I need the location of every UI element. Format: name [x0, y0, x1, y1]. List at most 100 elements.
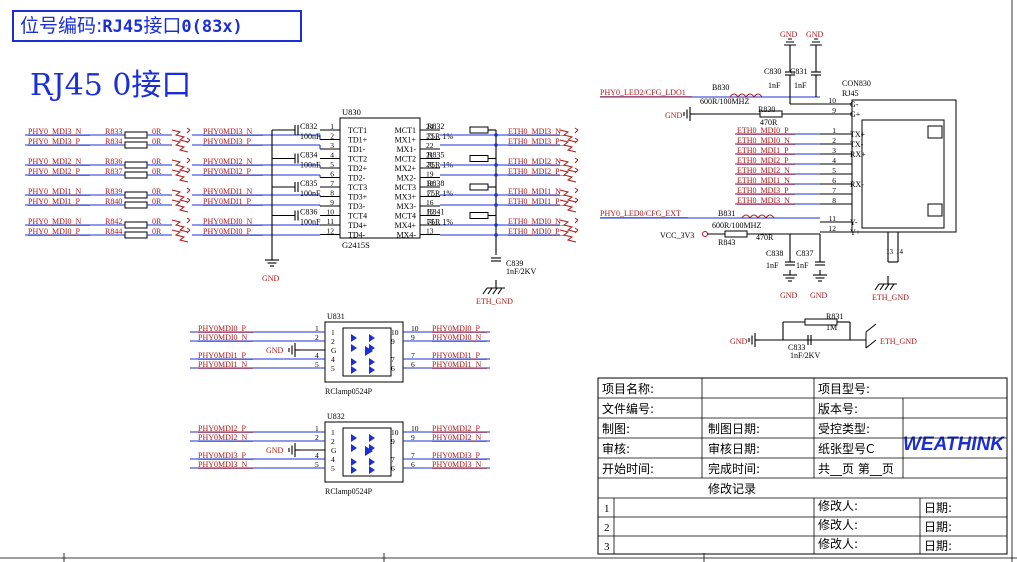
esd-spark-icon: [559, 139, 577, 153]
u830-pin-num: 15: [426, 208, 434, 217]
u830-ref: U830: [342, 107, 361, 117]
rj45-pin-num: 6: [832, 176, 836, 185]
esd-arrow-icon: [574, 127, 579, 134]
net-label: PHY0_LED0/CFG_EXT: [600, 209, 681, 218]
net-label: ETH0_MDI2_N: [508, 157, 561, 166]
cap-ref: C838: [766, 249, 783, 258]
gnd-label: GND: [262, 274, 280, 283]
net-label: PHY0MDI0_P: [203, 227, 252, 236]
diode-icon: [351, 458, 357, 466]
u830-pin-name-3: TD1-: [348, 145, 366, 154]
eth-gnd-c839-hatch: [487, 287, 493, 295]
resistor-R833: [124, 131, 148, 139]
diode-icon: [351, 366, 357, 374]
resistor-R838: [469, 183, 489, 191]
u830-pin-name-15: MCT4: [395, 212, 416, 221]
u830-pin-num: 10: [327, 208, 335, 217]
net-label: ETH0_MDI0_N: [508, 217, 561, 226]
esd-arrow-icon: [186, 187, 191, 194]
cap-value: 1nF: [796, 261, 809, 270]
cap-ref: C835: [300, 179, 317, 188]
gnd-label: GND: [665, 111, 683, 120]
u830-pin-name-9: TD3-: [348, 202, 366, 211]
cap-ref: C834: [300, 151, 317, 160]
tb-controlled: 受控类型:: [818, 422, 870, 436]
u830-part: G2415S: [342, 240, 370, 250]
tb-date: 日期:: [924, 501, 952, 515]
gnd-top-icon: [784, 38, 796, 46]
resistor-value: 0R: [152, 197, 162, 206]
net-label: PHY0MDI3_N: [432, 460, 482, 469]
res-value: 75R 1%: [427, 218, 453, 227]
net-label: PHY0MDI1_P: [432, 351, 481, 360]
eth-gnd-c839-hatch: [497, 287, 503, 295]
resistor-ref: R840: [105, 197, 122, 206]
net-label: ETH0_MDI1_P: [737, 146, 789, 155]
clamp-ref: U831: [327, 312, 345, 321]
cap-ref: C832: [300, 122, 317, 131]
gnd-top-icon: [810, 38, 822, 46]
gnd-label: GND: [266, 446, 284, 455]
tb-pages: 共__页 第__页: [818, 462, 894, 476]
net-label: ETH0_MDI3_N: [737, 196, 790, 205]
net-label: ETH0_MDI1_N: [737, 176, 790, 185]
junction-dot: [494, 203, 498, 207]
rj45-shield-num: 14: [896, 248, 904, 256]
tb-modifier: 修改人:: [818, 517, 858, 532]
rj45-pin-num: 4: [832, 156, 836, 165]
net-label: PHY0_LED2/CFG_LDO1: [600, 88, 686, 97]
rj45-pin-name: TX-: [850, 140, 864, 149]
resistor-R839: [124, 191, 148, 199]
net-label: PHY0MDI1_N: [198, 360, 248, 369]
esd-arrow-icon: [186, 167, 191, 174]
tb-revisions: 修改记录: [708, 481, 756, 496]
tb-rev-row: 2: [604, 522, 610, 534]
resistor-ref: R842: [105, 217, 122, 226]
u830-pin-num: 23: [426, 132, 434, 141]
clamp-inner-pin: 10: [391, 428, 399, 437]
net-label: ETH0_MDI2_P: [737, 156, 789, 165]
u830-pin-name-22: MX1-: [396, 145, 416, 154]
cap-ref: C839: [506, 259, 523, 268]
resistor-value: 0R: [152, 167, 162, 176]
cap-value: 100nF: [300, 161, 321, 170]
cap-value: 1nF/2KV: [506, 267, 536, 276]
clamp-inner-pin: 10: [391, 328, 399, 337]
diode-icon: [369, 366, 375, 374]
tvs-diode-icon: [365, 346, 373, 356]
bead-value: 600R/100MHZ: [712, 221, 761, 230]
u830-pin-name-8: TD3+: [348, 193, 368, 202]
res-ref: R841: [427, 208, 444, 217]
net-label: PHY0MDI1_N: [432, 360, 482, 369]
net-label: PHY0_MDI3_P: [28, 137, 81, 146]
rj45-pin-num: 8: [832, 196, 836, 205]
rj45-pin-num: 2: [832, 136, 836, 145]
rj45-inner: [861, 119, 945, 229]
net-label: PHY0MDI3_N: [198, 460, 248, 469]
clamp-body-U831: [324, 321, 404, 383]
net-label: PHY0_MDI1_N: [28, 187, 82, 196]
rj45-pin-name: G+: [850, 110, 861, 119]
eth-gnd-rj45-hatch: [889, 283, 895, 291]
resistor-ref: R837: [105, 167, 122, 176]
bead-ref: B830: [712, 83, 729, 92]
banner-mid: 接口: [143, 15, 182, 37]
net-label: PHY0MDI2_N: [432, 433, 482, 442]
tb-drawn-date: 制图日期:: [708, 422, 760, 436]
resistor-value: 0R: [152, 157, 162, 166]
net-label: ETH0_MDI1_N: [508, 187, 561, 196]
u830-pin-name-18: MCT3: [395, 183, 416, 192]
esd-spark-icon: [171, 159, 189, 173]
u830-pin-num: 12: [327, 227, 335, 236]
net-label: ETH0_MDI0_P: [508, 227, 560, 236]
res-value: 1M: [826, 323, 837, 332]
res-value: 75R 1%: [427, 132, 453, 141]
resistor-R835: [469, 155, 489, 162]
cap-ref: C837: [796, 249, 813, 258]
u830-pin-name-16: MX3-: [396, 202, 416, 211]
esd-spark-icon: [559, 129, 577, 143]
u830-pin-num: 2: [330, 132, 334, 141]
junction-dot: [494, 133, 498, 137]
u830-pin-num: 13: [426, 227, 434, 236]
tb-modifier: 修改人:: [818, 498, 858, 513]
